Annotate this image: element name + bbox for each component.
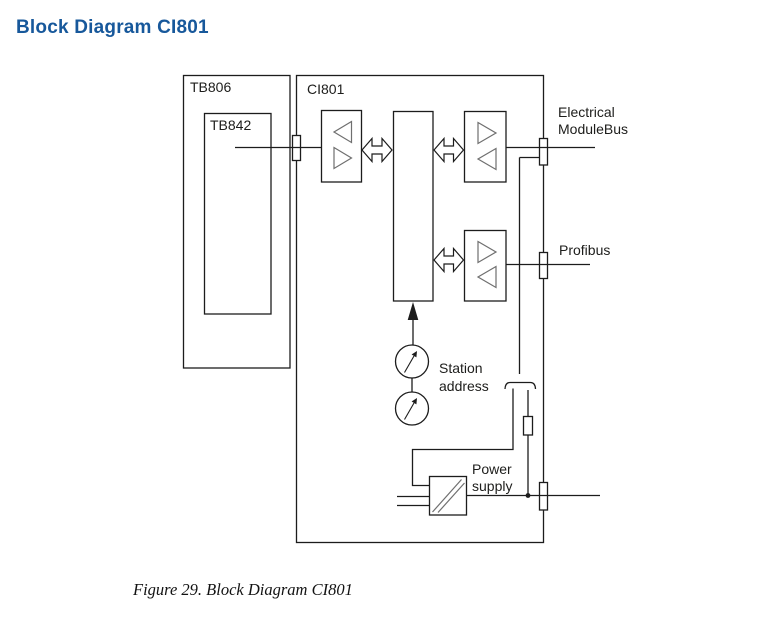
connection-lines (235, 146, 600, 497)
station-address-group (394, 302, 430, 426)
ci801-box (295, 74, 545, 544)
resistor-icon (522, 415, 534, 436)
modulebus-right-connector-icon (538, 137, 549, 166)
dial-pointer-icon (404, 351, 417, 373)
up-arrow-icon (407, 302, 419, 320)
profibus-label: Profibus (559, 242, 611, 258)
station-address-label-line2: address (439, 378, 489, 394)
page-title: Block Diagram CI801 (16, 17, 209, 38)
ci801-label: CI801 (307, 81, 345, 97)
double-arrow-icon (361, 136, 393, 164)
tb806-label: TB806 (190, 79, 232, 95)
double-arrow-icon (433, 136, 465, 164)
power-supply-label-line2: supply (472, 478, 513, 494)
jumper-switch-icon (504, 381, 537, 390)
junction-dot (525, 493, 531, 498)
cpu-block (392, 110, 434, 302)
figure-caption: Figure 29. Block Diagram CI801 (133, 580, 353, 599)
feed-from-modulebus (518, 156, 540, 374)
modulebus-buffer-left (320, 109, 363, 183)
profibus-buffer (463, 229, 507, 302)
power-supply-label: Power supply (472, 461, 512, 495)
station-address-label: Station address (439, 359, 489, 395)
rotary-switch-dial-icon (394, 344, 430, 379)
dial-pointer-icon (404, 398, 417, 420)
profibus-connector-icon (538, 251, 549, 280)
buffer-triangles-icon (476, 121, 498, 171)
tb842-label: TB842 (210, 117, 252, 133)
rotary-switch-dial-icon (394, 391, 430, 426)
power-wiring (397, 156, 540, 507)
power-supply-converter-icon (428, 475, 468, 516)
electrical-modulebus-label: Electrical ModuleBus (558, 104, 628, 138)
buffer-triangles-icon (476, 240, 498, 289)
power-connector-icon (538, 481, 549, 511)
double-arrow-icon (433, 246, 465, 274)
buffer-triangles-icon (332, 120, 353, 170)
electrical-modulebus-label-line2: ModuleBus (558, 121, 629, 137)
double-arrow-icons (361, 136, 465, 274)
station-address-label-line1: Station (439, 360, 483, 376)
tb806-box (182, 74, 291, 369)
bus-connector-icons (291, 134, 549, 511)
power-supply-label-line1: Power (472, 461, 512, 477)
electrical-modulebus-label-line1: Electrical (558, 104, 615, 120)
modulebus-buffer-right (463, 110, 507, 183)
tb842-box (203, 112, 272, 315)
